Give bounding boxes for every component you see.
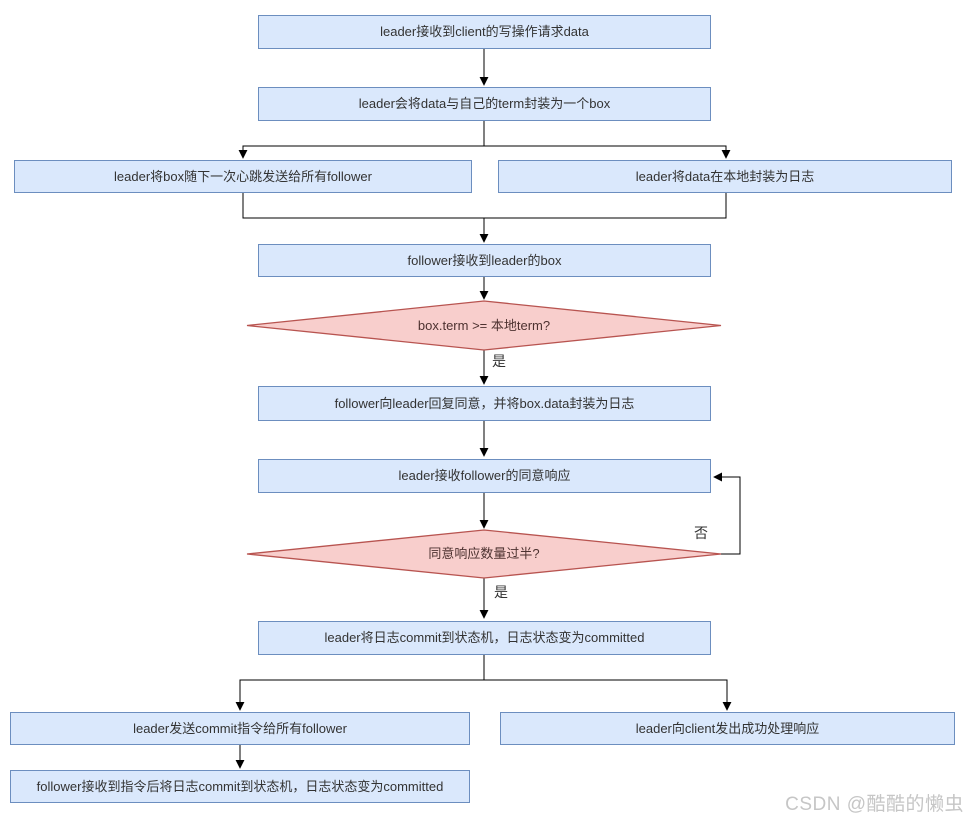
edge-n3b-merge xyxy=(484,193,727,219)
decision-term-check xyxy=(246,300,722,351)
node-respond-client-success: leader向client发出成功处理响应 xyxy=(500,712,955,745)
edge-n7-n8a xyxy=(235,679,484,711)
node-label: leader将日志commit到状态机，日志状态变为committed xyxy=(324,630,645,646)
edge-n2-n3b xyxy=(484,145,731,159)
decision-term-check-label: box.term >= 本地term? xyxy=(417,318,551,333)
node-label: leader发送commit指令给所有follower xyxy=(133,720,347,736)
node-label: leader将data在本地封装为日志 xyxy=(635,168,815,184)
node-follower-receive-box: follower接收到leader的box xyxy=(258,244,711,277)
node-label: leader将box随下一次心跳发送给所有follower xyxy=(114,168,372,184)
node-label: leader向client发出成功处理响应 xyxy=(635,720,820,736)
node-label: follower接收到leader的box xyxy=(407,252,562,268)
node-label: follower接收到指令后将日志commit到状态机，日志状态变为commit… xyxy=(36,778,444,794)
node-label: leader会将data与自己的term封装为一个box xyxy=(358,96,611,112)
edge-n3a-merge xyxy=(242,193,484,219)
csdn-watermark: CSDN @酷酷的懒虫 xyxy=(785,794,964,815)
node-follower-agree-log: follower向leader回复同意，并将box.data封装为日志 xyxy=(258,386,711,421)
decision-majority-check-label: 同意响应数量过半? xyxy=(428,546,540,561)
edge-n2-n3a xyxy=(238,145,484,159)
node-receive-client-request: leader接收到client的写操作请求data xyxy=(258,15,711,49)
edge-d2-loop-n6 xyxy=(713,472,741,555)
node-label: follower向leader回复同意，并将box.data封装为日志 xyxy=(334,395,635,411)
node-follower-commit-statemachine: follower接收到指令后将日志commit到状态机，日志状态变为commit… xyxy=(10,770,470,803)
node-label: leader接收follower的同意响应 xyxy=(398,468,571,484)
edge-label-yes-2: 是 xyxy=(494,584,508,600)
edge-n7-n8b xyxy=(484,679,732,711)
node-wrap-data-term-box: leader会将data与自己的term封装为一个box xyxy=(258,87,711,121)
node-leader-local-log: leader将data在本地封装为日志 xyxy=(498,160,952,193)
edge-label-no: 否 xyxy=(694,525,708,541)
node-leader-commit-statemachine: leader将日志commit到状态机，日志状态变为committed xyxy=(258,621,711,655)
node-send-box-heartbeat: leader将box随下一次心跳发送给所有follower xyxy=(14,160,472,193)
edge-label-yes-1: 是 xyxy=(492,353,506,369)
node-leader-receive-agree: leader接收follower的同意响应 xyxy=(258,459,711,493)
node-send-commit-command: leader发送commit指令给所有follower xyxy=(10,712,470,745)
decision-majority-check xyxy=(246,529,722,579)
node-label: leader接收到client的写操作请求data xyxy=(380,24,589,40)
